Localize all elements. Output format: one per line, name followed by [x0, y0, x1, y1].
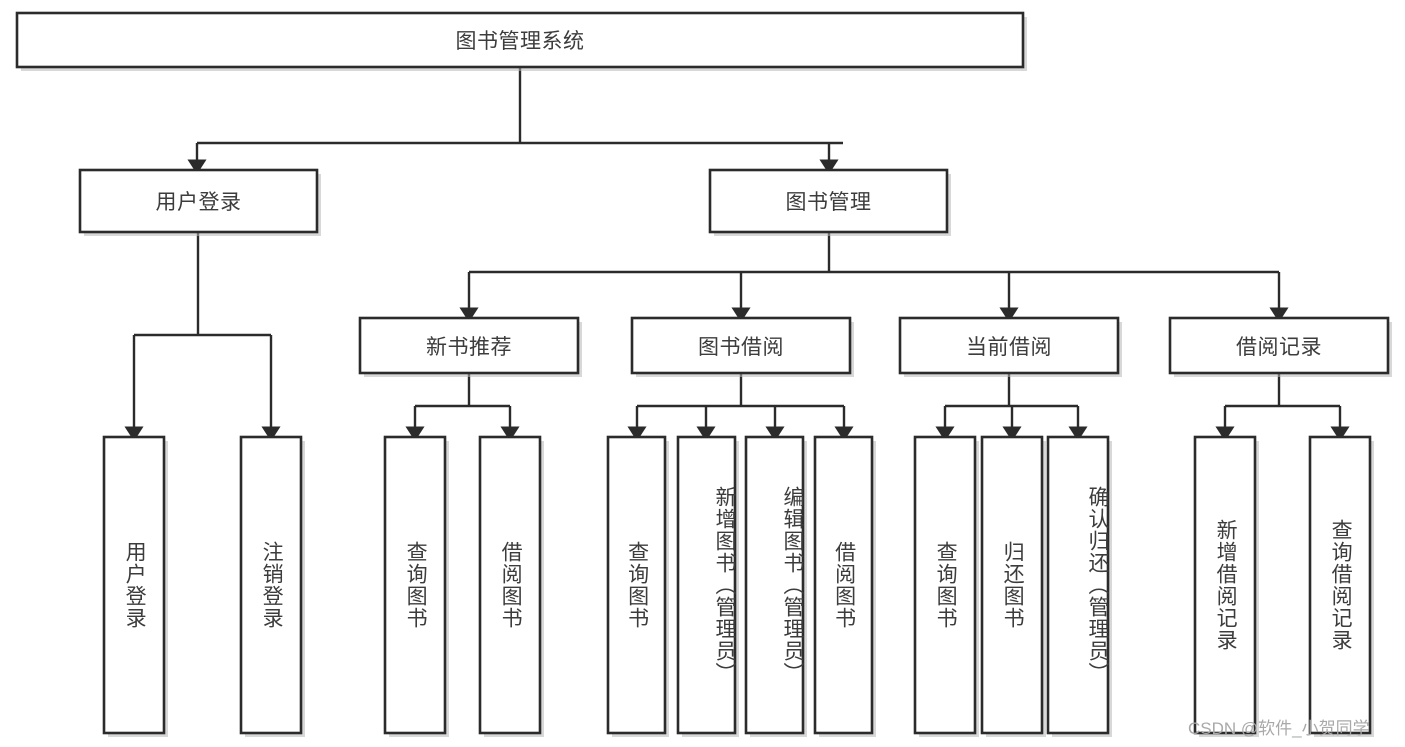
boxes-layer [15, 11, 1392, 737]
node-user-login[interactable] [78, 168, 319, 234]
node-leaf-confirm-return[interactable] [1046, 435, 1110, 735]
node-leaf-edit-book[interactable] [744, 435, 805, 735]
node-book-borrow[interactable] [630, 316, 852, 375]
node-leaf-borrow-book-2[interactable] [813, 435, 874, 735]
node-leaf-query-book-2[interactable] [606, 435, 667, 735]
node-leaf-borrow-book-1[interactable] [478, 435, 542, 735]
node-leaf-add-book[interactable] [676, 435, 737, 735]
node-leaf-user-logout[interactable] [239, 435, 303, 735]
node-leaf-query-book-1[interactable] [383, 435, 447, 735]
node-book-manage[interactable] [708, 168, 949, 234]
node-leaf-user-login[interactable] [102, 435, 166, 735]
node-current-borrow[interactable] [898, 316, 1120, 375]
node-leaf-query-record[interactable] [1308, 435, 1372, 735]
node-leaf-query-book-3[interactable] [913, 435, 977, 735]
node-root[interactable] [15, 11, 1025, 69]
node-leaf-return-book[interactable] [980, 435, 1044, 735]
node-new-book-recommend[interactable] [358, 316, 580, 375]
node-borrow-record[interactable] [1168, 316, 1390, 375]
connectors-layer [124, 67, 1350, 442]
node-leaf-add-record[interactable] [1193, 435, 1257, 735]
